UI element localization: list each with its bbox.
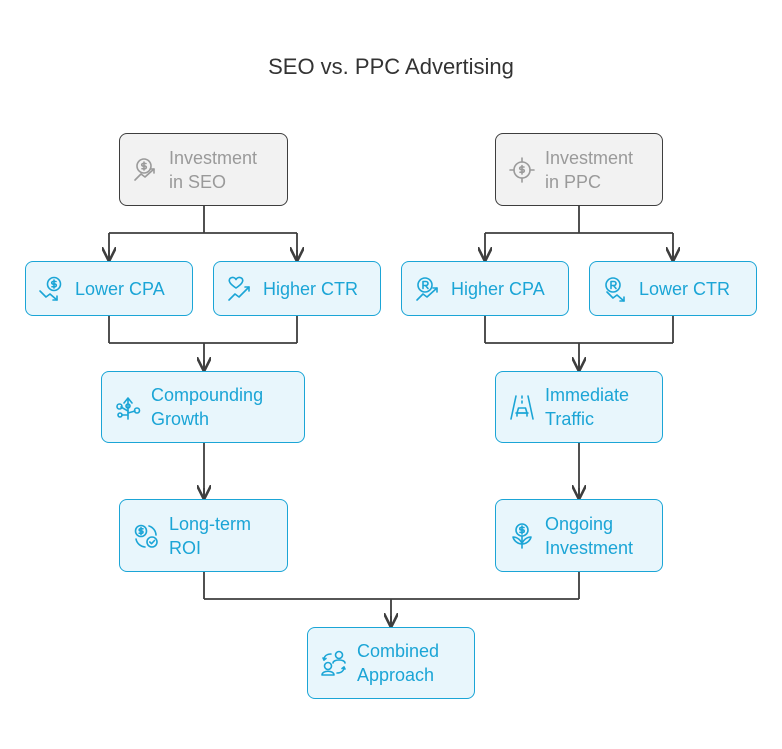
growth-branch-icon — [114, 393, 142, 421]
connector-ppc-merge — [484, 316, 674, 370]
connector-ppc-split — [484, 206, 674, 260]
people-exchange-icon — [320, 649, 348, 677]
dollar-growth-icon — [132, 156, 160, 184]
diagram-title: SEO vs. PPC Advertising — [268, 54, 514, 79]
node-label: Investment in SEO — [169, 147, 258, 192]
node-label: Higher CTR — [263, 278, 359, 299]
heart-trend-up-icon — [226, 275, 254, 303]
node-investment-seo: Investment in SEO — [119, 133, 288, 206]
node-compounding-growth: Compounding Growth — [101, 371, 305, 443]
node-label: Long-term ROI — [169, 513, 252, 558]
rupee-trend-down-icon — [602, 275, 630, 303]
rupee-trend-up-icon — [414, 275, 442, 303]
node-combined-approach: Combined Approach — [307, 627, 475, 699]
dollar-cycle-check-icon — [132, 522, 160, 550]
node-label: Lower CTR — [639, 278, 731, 299]
node-label: Combined Approach — [357, 641, 440, 685]
node-label: Higher CPA — [451, 278, 545, 299]
connector-seo-split — [108, 206, 298, 260]
node-label: Compounding Growth — [151, 385, 264, 429]
node-long-term-roi: Long-term ROI — [119, 499, 288, 572]
node-label: Lower CPA — [75, 278, 165, 299]
node-higher-cpa: Higher CPA — [401, 261, 569, 316]
node-ongoing-investment: Ongoing Investment — [495, 499, 663, 572]
connector-final-merge — [203, 572, 580, 626]
connector-seo-merge — [108, 316, 298, 370]
car-road-icon — [508, 393, 536, 421]
node-immediate-traffic: Immediate Traffic — [495, 371, 663, 443]
dollar-plant-icon — [508, 522, 536, 550]
node-lower-cpa: Lower CPA — [25, 261, 193, 316]
node-label: Investment in PPC — [545, 147, 634, 192]
node-lower-ctr-ppc: Lower CTR — [589, 261, 757, 316]
node-investment-ppc: Investment in PPC — [495, 133, 663, 206]
node-label: Ongoing Investment — [545, 513, 634, 558]
dollar-target-icon — [508, 156, 536, 184]
node-higher-ctr-seo: Higher CTR — [213, 261, 381, 316]
node-label: Immediate Traffic — [545, 385, 630, 429]
dollar-trend-down-icon — [38, 275, 66, 303]
